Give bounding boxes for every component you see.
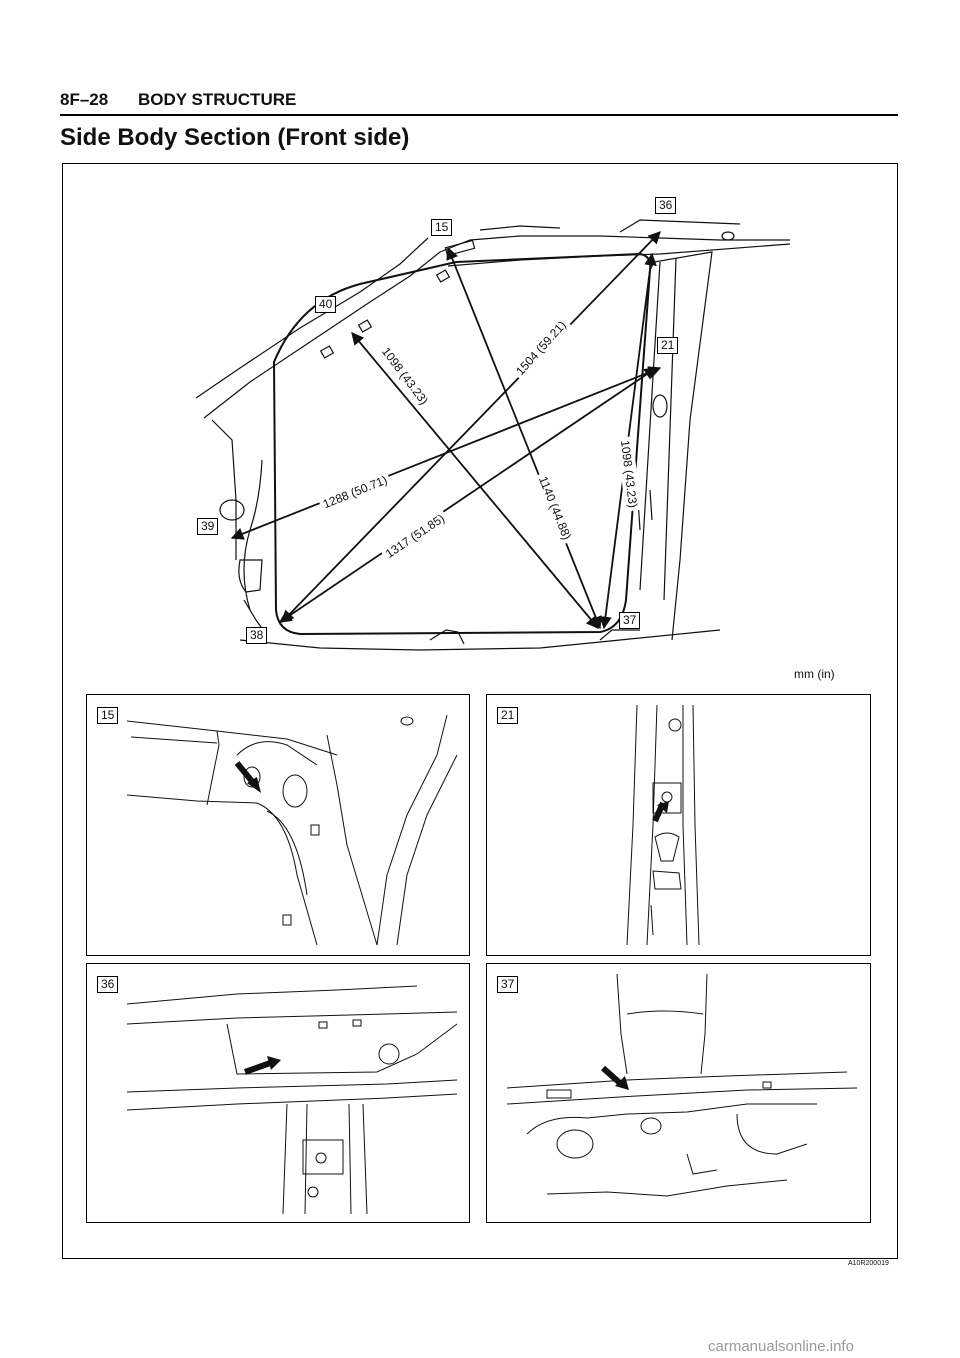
- panel-label-37: 37: [497, 976, 519, 993]
- detail-drawing-36: [126, 985, 458, 1215]
- panel-label-36: 36: [97, 976, 119, 993]
- dimension-label-2: 1504 (59.21): [513, 318, 569, 378]
- dimension-line-2: [281, 231, 661, 623]
- dimension-line-4: [446, 246, 602, 630]
- figure-code: A10R200019: [848, 1260, 889, 1267]
- dimension-line-5: [230, 366, 662, 540]
- detail-drawing-21: [626, 704, 700, 946]
- arrow-indicator-36: [243, 1059, 275, 1075]
- arrow-indicator-37: [601, 1065, 623, 1087]
- detail-panel-15: 15: [86, 694, 470, 956]
- dimension-label-6: 1317 (51.85): [383, 511, 447, 561]
- panel-label-15: 15: [97, 707, 119, 724]
- callout-39: 39: [197, 518, 219, 535]
- dimension-label-5: 1288 (50.71): [321, 473, 389, 511]
- page-title: Side Body Section (Front side): [60, 124, 410, 151]
- callout-40: 40: [315, 296, 337, 313]
- figure-frame: [62, 163, 898, 1259]
- page-header: 8F–28 BODY STRUCTURE: [60, 88, 898, 116]
- detail-drawing-15: [126, 714, 458, 946]
- footer-watermark: carmanualsonline.info: [708, 1338, 854, 1355]
- detail-panel-37: 37: [486, 963, 871, 1223]
- callout-36: 36: [655, 197, 677, 214]
- dimension-line-6: [278, 367, 658, 623]
- detail-drawing-37: [506, 973, 858, 1197]
- section-title: BODY STRUCTURE: [138, 90, 297, 109]
- dimension-label-4: 1140 (44.88): [536, 474, 574, 542]
- callout-21: 21: [657, 337, 679, 354]
- callout-38: 38: [246, 627, 268, 644]
- detail-panel-21: 21: [486, 694, 871, 956]
- units-label: mm (in): [794, 667, 835, 681]
- callout-15: 15: [431, 219, 453, 236]
- callout-37: 37: [619, 612, 641, 629]
- detail-panel-36: 36: [86, 963, 470, 1223]
- page-number: 8F–28: [60, 90, 109, 109]
- panel-label-21: 21: [497, 707, 519, 724]
